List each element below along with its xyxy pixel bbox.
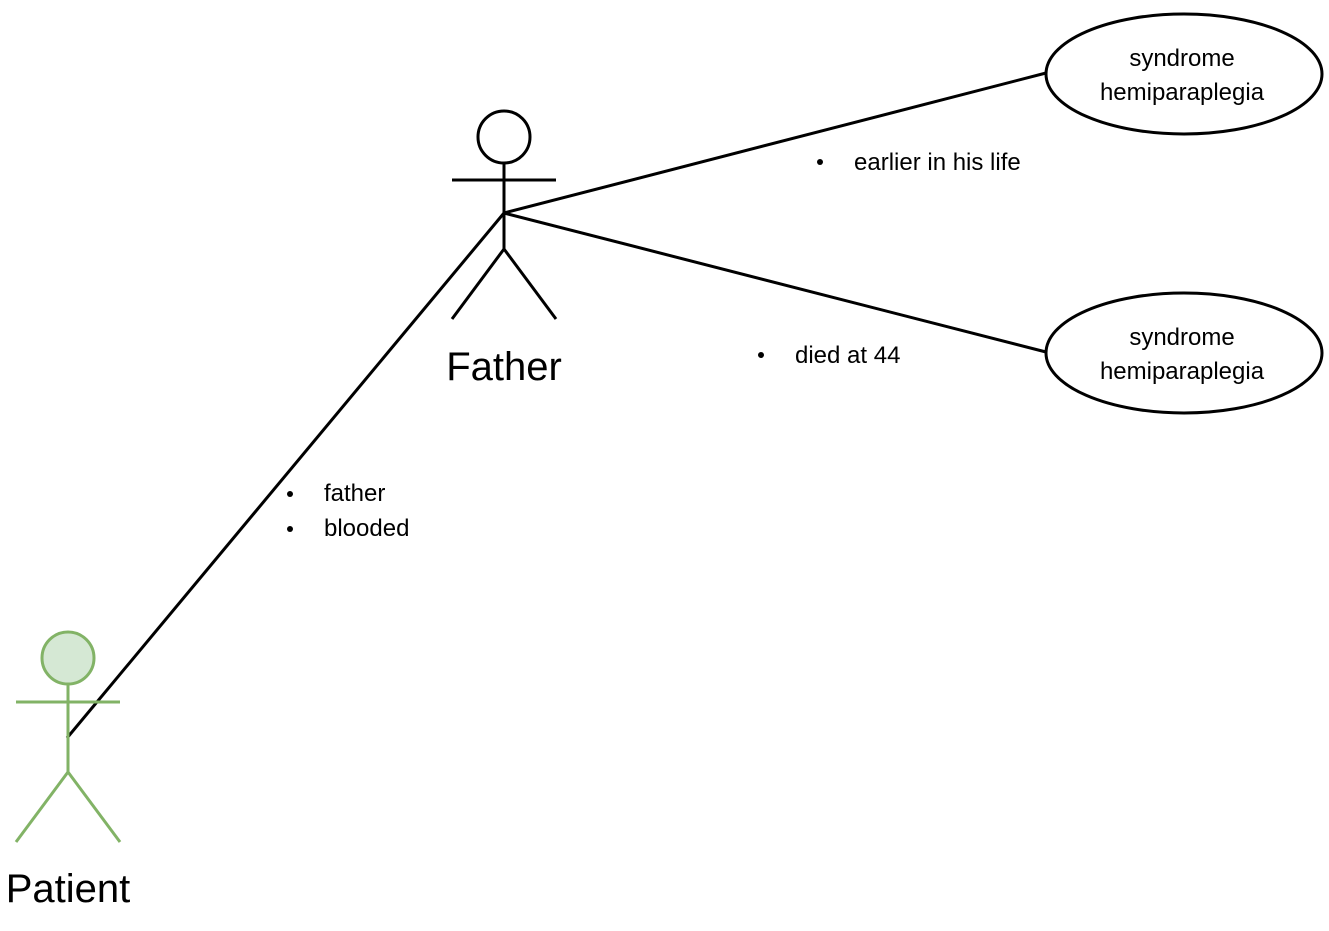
patient-actor[interactable]: Patient [6,630,131,911]
use-case-top-line2: hemiparaplegia [1100,79,1265,106]
use-case-bottom-ellipse [1044,291,1324,415]
use-case-top[interactable]: syndrome hemiparaplegia [1044,12,1324,136]
connector-father-usecase-bottom [503,211,1047,354]
bullet-icon [287,491,293,497]
bullet-icon [758,352,764,358]
use-case-bottom[interactable]: syndrome hemiparaplegia [1044,291,1324,415]
note-top-edge-item: earlier in his life [854,149,1021,176]
father-right-leg [502,248,558,320]
father-label: Father [446,345,562,389]
note-bottom-edge: died at 44 [758,342,900,369]
use-case-bottom-line1: syndrome [1129,324,1234,351]
father-head-icon [476,109,532,165]
father-left-leg [450,248,506,320]
patient-right-leg [66,771,122,843]
use-case-top-line1: syndrome [1129,45,1234,72]
note-patient-edge-item: blooded [324,515,409,542]
patient-head-icon [40,630,96,686]
father-actor[interactable]: Father [446,109,562,389]
use-case-bottom-line2: hemiparaplegia [1100,358,1265,385]
bullet-icon [287,526,293,532]
note-patient-edge: father blooded [287,480,409,542]
use-case-top-ellipse [1044,12,1324,136]
patient-label: Patient [6,867,131,911]
note-bottom-edge-item: died at 44 [795,342,900,369]
note-patient-edge-item: father [324,480,385,507]
connector-father-usecase-top [503,71,1047,215]
bullet-icon [817,159,823,165]
connector-patient-father [65,212,506,739]
patient-left-leg [14,771,70,843]
note-top-edge: earlier in his life [817,149,1021,176]
